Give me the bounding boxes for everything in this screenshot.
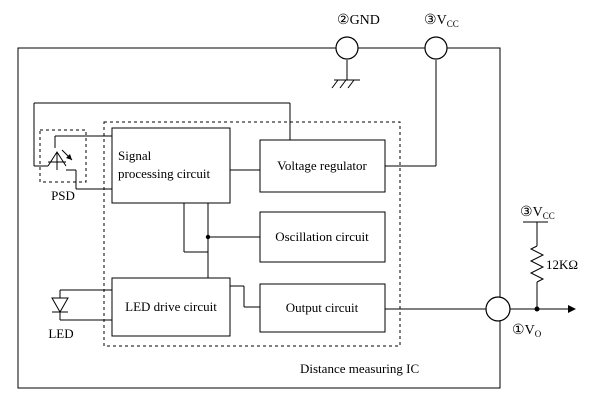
led-drive-block (111, 277, 231, 337)
gnd-pin-label: ②GND (337, 13, 380, 28)
ic-boundary (103, 121, 401, 347)
junction-dot (534, 306, 540, 312)
vcc-pin (424, 36, 448, 60)
led-label: LED (48, 326, 73, 341)
junction-dot (205, 234, 211, 240)
output-block (259, 283, 386, 333)
led-drive-label: LED drive circuit (125, 299, 217, 314)
vo-pin (485, 296, 511, 322)
oscillation-block (259, 211, 386, 263)
psd-label: PSD (51, 188, 75, 203)
output-arrow-icon (568, 305, 576, 313)
oscillation-label: Oscillation circuit (275, 229, 369, 244)
vcc-top-pin-label: ③VCC (424, 13, 459, 29)
vo-pin-label: ①VO (512, 323, 542, 339)
gnd-pin (335, 36, 359, 60)
resistor-label: 12KΩ (546, 257, 578, 272)
signal-processing-label-1: Signal (118, 148, 152, 163)
vcc-right-pin-label: ③VCC (520, 205, 555, 221)
psd-boundary (39, 129, 87, 183)
ic-label: Distance measuring IC (300, 361, 419, 376)
signal-processing-block (111, 127, 231, 204)
output-label: Output circuit (286, 300, 359, 315)
voltage-regulator-block (259, 139, 386, 193)
resistor-icon (529, 245, 545, 283)
signal-processing-label-2: processing circuit (118, 166, 210, 181)
psd-icon (47, 149, 73, 170)
voltage-regulator-label: Voltage regulator (277, 158, 367, 173)
package-outline (17, 47, 501, 389)
led-icon (51, 297, 69, 314)
